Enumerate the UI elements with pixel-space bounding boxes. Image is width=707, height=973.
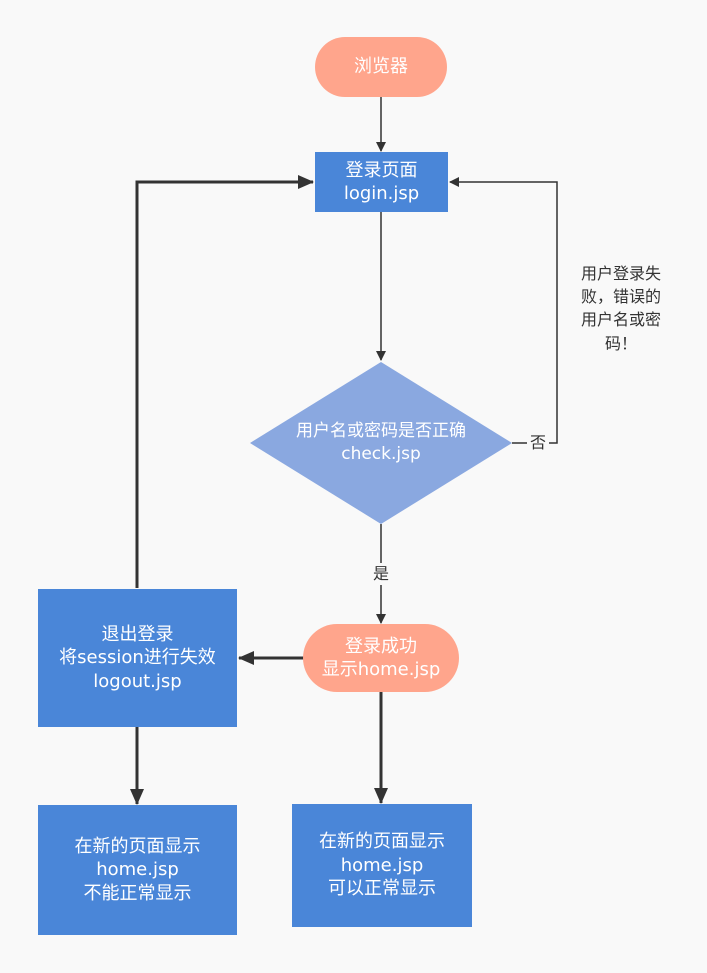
node-login-line1: 登录页面 <box>345 159 418 181</box>
node-check-line2: check.jsp <box>341 444 421 464</box>
node-check[interactable]: 用户名或密码是否正确 check.jsp <box>250 362 512 524</box>
node-logout-line3: logout.jsp <box>93 670 182 692</box>
node-success-line1: 登录成功 <box>345 635 417 657</box>
node-home-ok-line3: 可以正常显示 <box>328 878 436 900</box>
node-check-line1: 用户名或密码是否正确 <box>296 421 466 442</box>
node-logout-line2: 将session进行失效 <box>59 647 216 669</box>
node-home-ok-line1: 在新的页面显示 <box>319 831 445 853</box>
edge-logout-to-login <box>135 175 314 588</box>
failure-note-line3: 用户名或密 <box>580 310 661 330</box>
node-home-fail-line3: 不能正常显示 <box>83 882 192 904</box>
node-success-line2: 显示home.jsp <box>321 659 441 680</box>
failure-note-line2: 败，错误的 <box>580 287 661 307</box>
node-home-fail[interactable]: 在新的页面显示 home.jsp 不能正常显示 <box>38 805 237 935</box>
edge-label-yes: 是 <box>370 563 392 586</box>
node-browser[interactable]: 浏览器 <box>315 37 447 97</box>
failure-note-line1: 用户登录失 <box>580 264 661 283</box>
node-home-ok[interactable]: 在新的页面显示 home.jsp 可以正常显示 <box>292 804 472 927</box>
node-home-fail-line2: home.jsp <box>96 859 179 881</box>
node-login-line2: login.jsp <box>343 183 420 204</box>
node-logout-line1: 退出登录 <box>101 623 174 645</box>
node-home-fail-line1: 在新的页面显示 <box>74 835 201 857</box>
node-home-ok-line2: home.jsp <box>340 854 424 876</box>
edge-label-no: 否 <box>527 432 549 455</box>
failure-note-line4: 码！ <box>604 333 637 353</box>
node-check-shape <box>250 362 512 524</box>
node-logout[interactable]: 退出登录 将session进行失效 logout.jsp <box>38 589 237 727</box>
node-login[interactable]: 登录页面 login.jsp <box>315 152 448 212</box>
node-success[interactable]: 登录成功 显示home.jsp <box>303 624 459 692</box>
node-browser-label: 浏览器 <box>354 56 408 78</box>
failure-note: 用户登录失 败，错误的 用户名或密 码！ <box>562 262 680 355</box>
